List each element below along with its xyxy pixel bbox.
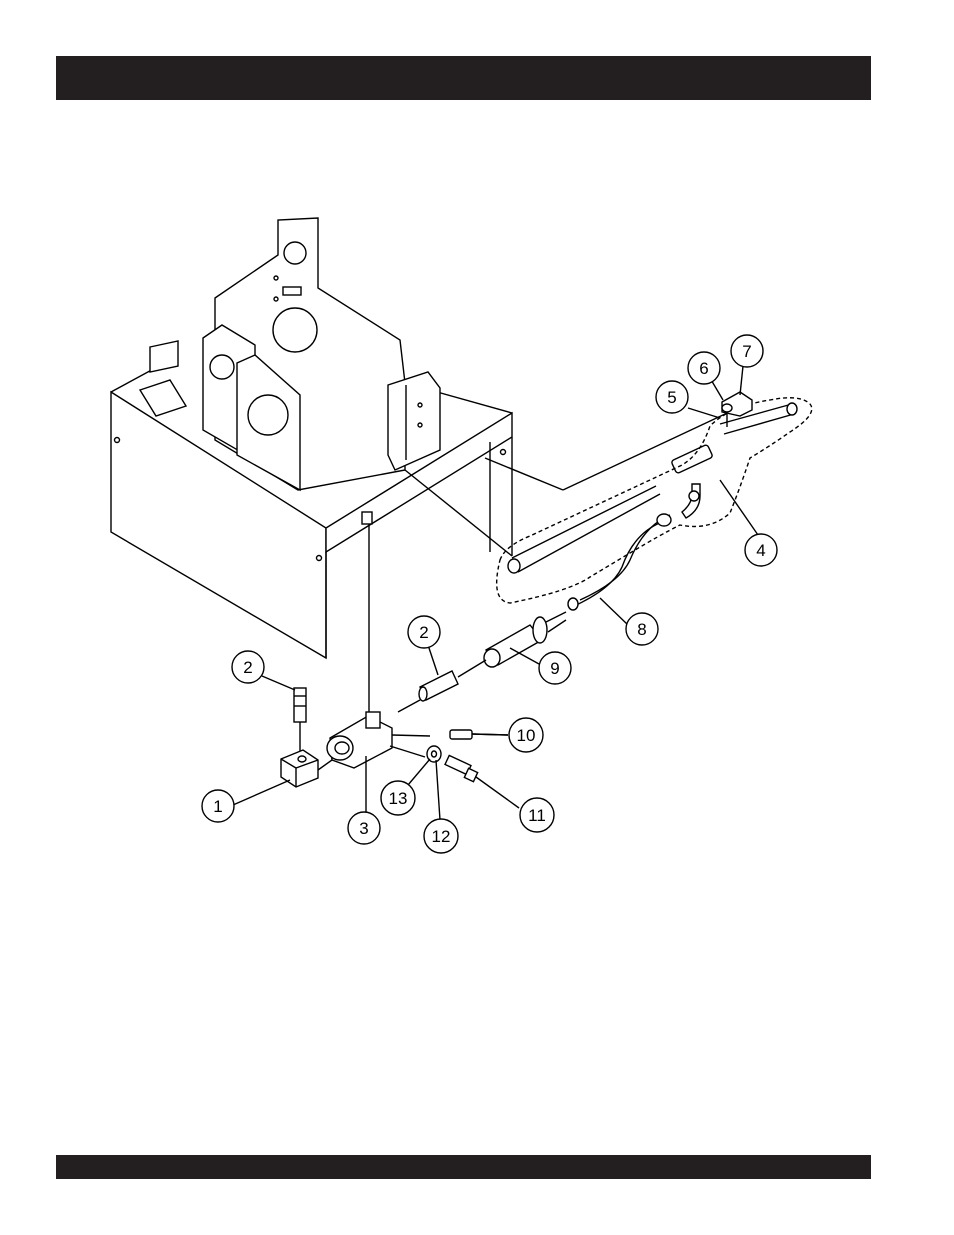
callout-1: 1 bbox=[202, 790, 234, 822]
hose bbox=[568, 514, 671, 610]
callout-4: 4 bbox=[745, 534, 777, 566]
callout-7: 7 bbox=[731, 335, 763, 367]
callout-13: 13 bbox=[381, 781, 415, 815]
bolt-11 bbox=[445, 755, 478, 781]
callout-11: 11 bbox=[520, 798, 554, 832]
svg-text:8: 8 bbox=[637, 620, 646, 639]
svg-text:5: 5 bbox=[667, 388, 676, 407]
svg-text:4: 4 bbox=[756, 541, 765, 560]
svg-text:6: 6 bbox=[699, 359, 708, 378]
callout-2-left: 2 bbox=[232, 651, 264, 683]
svg-text:13: 13 bbox=[389, 789, 408, 808]
svg-text:1: 1 bbox=[213, 797, 222, 816]
bracket-hardware bbox=[722, 392, 752, 427]
fitting-upper bbox=[398, 660, 486, 712]
svg-text:12: 12 bbox=[432, 827, 451, 846]
svg-text:11: 11 bbox=[528, 806, 546, 825]
svg-text:9: 9 bbox=[550, 659, 559, 678]
callout-5: 5 bbox=[656, 381, 688, 413]
callout-8: 8 bbox=[626, 613, 658, 645]
callout-3: 3 bbox=[348, 812, 380, 844]
tube-assembly bbox=[485, 398, 812, 603]
callout-9: 9 bbox=[539, 652, 571, 684]
mount-tab bbox=[362, 512, 372, 524]
mounting-frame bbox=[111, 218, 512, 658]
svg-text:2: 2 bbox=[419, 623, 428, 642]
svg-text:10: 10 bbox=[517, 726, 536, 745]
svg-text:2: 2 bbox=[243, 658, 252, 677]
housing bbox=[327, 712, 430, 768]
callout-6: 6 bbox=[688, 352, 720, 384]
callout-2-upper: 2 bbox=[408, 616, 440, 648]
svg-text:7: 7 bbox=[742, 342, 751, 361]
block bbox=[281, 750, 332, 787]
fitting-left bbox=[294, 688, 306, 752]
callout-10: 10 bbox=[509, 718, 543, 752]
callout-12: 12 bbox=[424, 819, 458, 853]
svg-text:3: 3 bbox=[359, 819, 368, 838]
